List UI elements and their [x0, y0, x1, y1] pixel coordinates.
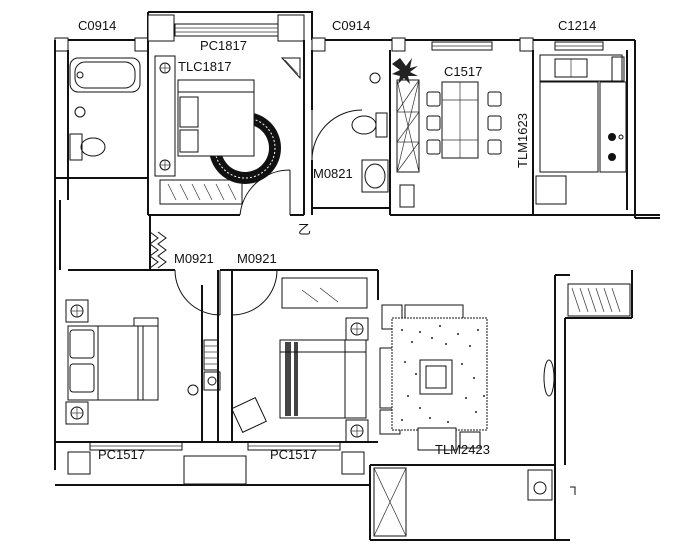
appliance: [535, 175, 567, 205]
island: [539, 81, 599, 173]
column: [54, 37, 69, 52]
label-tlm1623: TLM1623: [515, 113, 530, 168]
living-room: [379, 283, 631, 501]
armchair: [231, 397, 267, 433]
master-bedroom: [154, 55, 301, 216]
toilet-tank: [69, 133, 83, 161]
coffee-table: [419, 359, 453, 395]
window-bay: [183, 455, 247, 485]
washer: [527, 469, 553, 501]
column: [134, 37, 149, 52]
column: [67, 451, 91, 475]
bathroom-left: [69, 57, 141, 161]
sink-counter: [539, 54, 623, 82]
carpet-pattern: [401, 325, 485, 423]
label-m0821: M0821: [313, 166, 353, 181]
label-pc1817: PC1817: [200, 38, 247, 53]
kitchen: [535, 54, 627, 205]
column: [519, 37, 534, 52]
doors: [149, 231, 278, 316]
labels: C0914 PC1817 C0914 C1214 TLC1817 C1517 T…: [78, 18, 596, 462]
wardrobe: [159, 179, 243, 205]
bathroom-middle: [311, 72, 389, 193]
basin-counter: [361, 159, 389, 193]
column: [391, 37, 406, 52]
window-seat: [281, 277, 368, 309]
label-c0914-mid: C0914: [332, 18, 370, 33]
stove-counter: [599, 81, 627, 173]
column: [341, 451, 365, 475]
balcony-window: [373, 467, 407, 537]
toilet: [80, 137, 106, 157]
dining-room: [392, 58, 502, 208]
bathtub: [69, 57, 141, 93]
label-m0921-right: M0921: [237, 251, 277, 266]
column: [147, 14, 175, 42]
floor-drain: [369, 72, 381, 84]
plant-icon: [392, 58, 418, 84]
label-mark-yi: 乙: [298, 222, 311, 237]
windows: [89, 23, 604, 537]
walls: [54, 11, 660, 541]
label-m0921-left: M0921: [174, 251, 214, 266]
label-tlm2423: TLM2423: [435, 442, 490, 457]
label-c1214: C1214: [558, 18, 596, 33]
label-pc1517-left: PC1517: [98, 447, 145, 462]
tv-cabinet: [543, 359, 555, 397]
bed-left: [67, 325, 159, 401]
toilet-tank: [375, 112, 388, 138]
bedroom-middle: [231, 277, 369, 443]
column: [277, 14, 305, 42]
corner-shelf: [280, 57, 301, 80]
label-pc1517-right: PC1517: [270, 447, 317, 462]
ottoman: [417, 427, 457, 451]
bedroom-left: [65, 299, 221, 425]
stair-storage: [567, 283, 631, 317]
basin: [364, 163, 386, 189]
label-c0914-left: C0914: [78, 18, 116, 33]
column: [311, 37, 326, 52]
nightstand-column: [154, 55, 176, 177]
label-c1517: C1517: [444, 64, 482, 79]
toilet: [351, 115, 377, 135]
label-tlc1817: TLC1817: [178, 59, 231, 74]
floor-drain: [74, 106, 86, 118]
